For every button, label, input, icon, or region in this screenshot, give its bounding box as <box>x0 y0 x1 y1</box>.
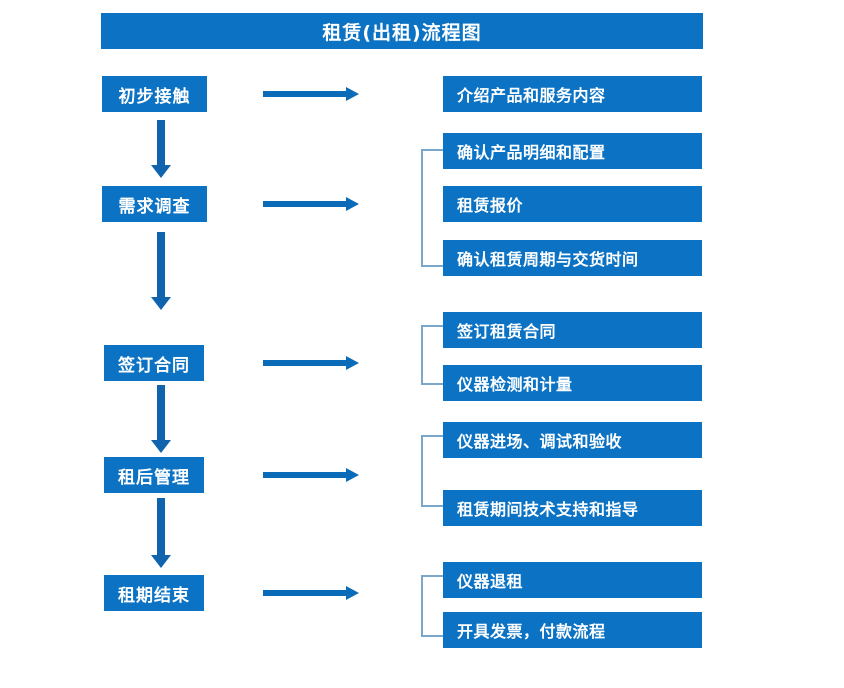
detail-box-rental-quotation[interactable]: 租赁报价 <box>443 186 702 222</box>
arrow-right-stage-3 <box>263 356 359 370</box>
arrow-head <box>151 555 171 568</box>
detail-box-instrument-return[interactable]: 仪器退租 <box>443 562 702 598</box>
arrow-shaft <box>157 498 165 555</box>
arrow-shaft <box>157 120 165 165</box>
detail-box-instrument-testing[interactable]: 仪器检测和计量 <box>443 365 702 401</box>
detail-box-instrument-entry-commissioning[interactable]: 仪器进场、调试和验收 <box>443 422 702 458</box>
bracket-group-2 <box>421 149 443 267</box>
arrow-shaft <box>263 590 347 596</box>
arrow-shaft <box>263 91 347 97</box>
arrow-shaft <box>263 472 347 478</box>
arrow-shaft <box>157 232 165 297</box>
arrow-shaft <box>263 201 347 207</box>
detail-box-invoice-payment[interactable]: 开具发票，付款流程 <box>443 612 702 648</box>
arrow-head <box>346 468 359 482</box>
bracket-group-4 <box>421 435 443 507</box>
stage-box-demand-survey[interactable]: 需求调查 <box>102 186 207 222</box>
detail-box-sign-rental-contract[interactable]: 签订租赁合同 <box>443 312 702 348</box>
arrow-head <box>151 440 171 453</box>
detail-box-technical-support[interactable]: 租赁期间技术支持和指导 <box>443 490 702 526</box>
bracket-group-5 <box>421 575 443 637</box>
stage-box-initial-contact[interactable]: 初步接触 <box>102 76 207 112</box>
detail-box-confirm-rental-period[interactable]: 确认租赁周期与交货时间 <box>443 240 702 276</box>
arrow-head <box>151 165 171 178</box>
arrow-head <box>346 586 359 600</box>
arrow-right-stage-4 <box>263 468 359 482</box>
arrow-down-stage-2-to-3 <box>151 232 171 310</box>
detail-box-confirm-product-details[interactable]: 确认产品明细和配置 <box>443 133 702 169</box>
arrow-right-stage-1 <box>263 87 359 101</box>
stage-box-sign-contract[interactable]: 签订合同 <box>104 345 204 381</box>
arrow-right-stage-2 <box>263 197 359 211</box>
arrow-head <box>346 87 359 101</box>
bracket-group-3 <box>421 325 443 385</box>
stage-box-lease-end[interactable]: 租期结束 <box>104 575 204 611</box>
flowchart-title: 租赁(出租)流程图 <box>101 13 703 49</box>
stage-box-post-rental-management[interactable]: 租后管理 <box>104 457 204 493</box>
arrow-head <box>346 197 359 211</box>
arrow-shaft <box>157 385 165 440</box>
arrow-shaft <box>263 360 347 366</box>
arrow-down-stage-1-to-2 <box>151 120 171 178</box>
arrow-right-stage-5 <box>263 586 359 600</box>
arrow-head <box>346 356 359 370</box>
arrow-down-stage-4-to-5 <box>151 498 171 568</box>
arrow-head <box>151 297 171 310</box>
detail-box-introduce-products[interactable]: 介绍产品和服务内容 <box>443 76 702 112</box>
arrow-down-stage-3-to-4 <box>151 385 171 453</box>
